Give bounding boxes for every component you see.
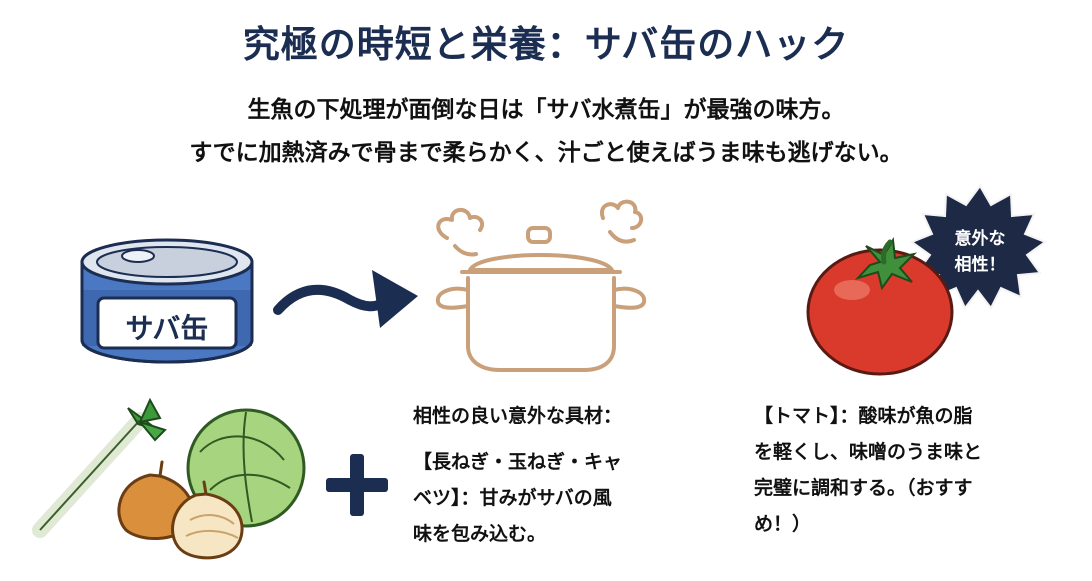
badge-text: 意外な 相性！ [925, 226, 1035, 278]
subtitle-line-2: すでに加熱済みで骨まで柔らかく、汁ごと使えばうま味も逃げない。 [189, 140, 903, 166]
ingredients-line-3: 味を包み込む。 [413, 523, 547, 545]
tomato-line-4: め！） [754, 513, 812, 535]
tomato-note: 【トマト】：酸味が魚の脂 を軽くし、味噌のうま味と 完璧に調和する。（おすす め… [754, 398, 1054, 542]
starburst-badge-icon [909, 184, 1048, 310]
tomato-icon [806, 236, 954, 376]
steaming-pot-icon [435, 199, 647, 372]
tomato-line-3: 完璧に調和する。（おすす [754, 477, 973, 499]
page-title: 究極の時短と栄養：サバ缶のハック [242, 23, 850, 66]
can-label: サバ缶 [125, 312, 209, 345]
ingredients-line-1: 【長ねぎ・玉ねぎ・キャ [413, 451, 623, 473]
tomato-line-2: を軽くし、味噌のうま味と [754, 441, 983, 463]
mackerel-can-icon [80, 238, 254, 364]
tomato-line-1: 【トマト】：酸味が魚の脂 [754, 405, 973, 427]
badge-line-1: 意外な [954, 229, 1006, 249]
arrow-right-icon [273, 270, 418, 328]
ingredients-line-2: ベツ】：甘みがサバの風 [413, 487, 612, 509]
vegetables-icon [32, 397, 306, 560]
ingredients-heading: 相性の良い意外な具材： [413, 405, 623, 427]
subtitle-line-1: 生魚の下処理が面倒な日は「サバ水煮缶」が最強の味方。 [247, 97, 845, 123]
plus-icon [326, 454, 388, 516]
ingredients-note: 相性の良い意外な具材： 【長ねぎ・玉ねぎ・キャ ベツ】：甘みがサバの風 味を包み… [413, 398, 693, 552]
badge-line-2: 相性！ [954, 255, 1006, 275]
